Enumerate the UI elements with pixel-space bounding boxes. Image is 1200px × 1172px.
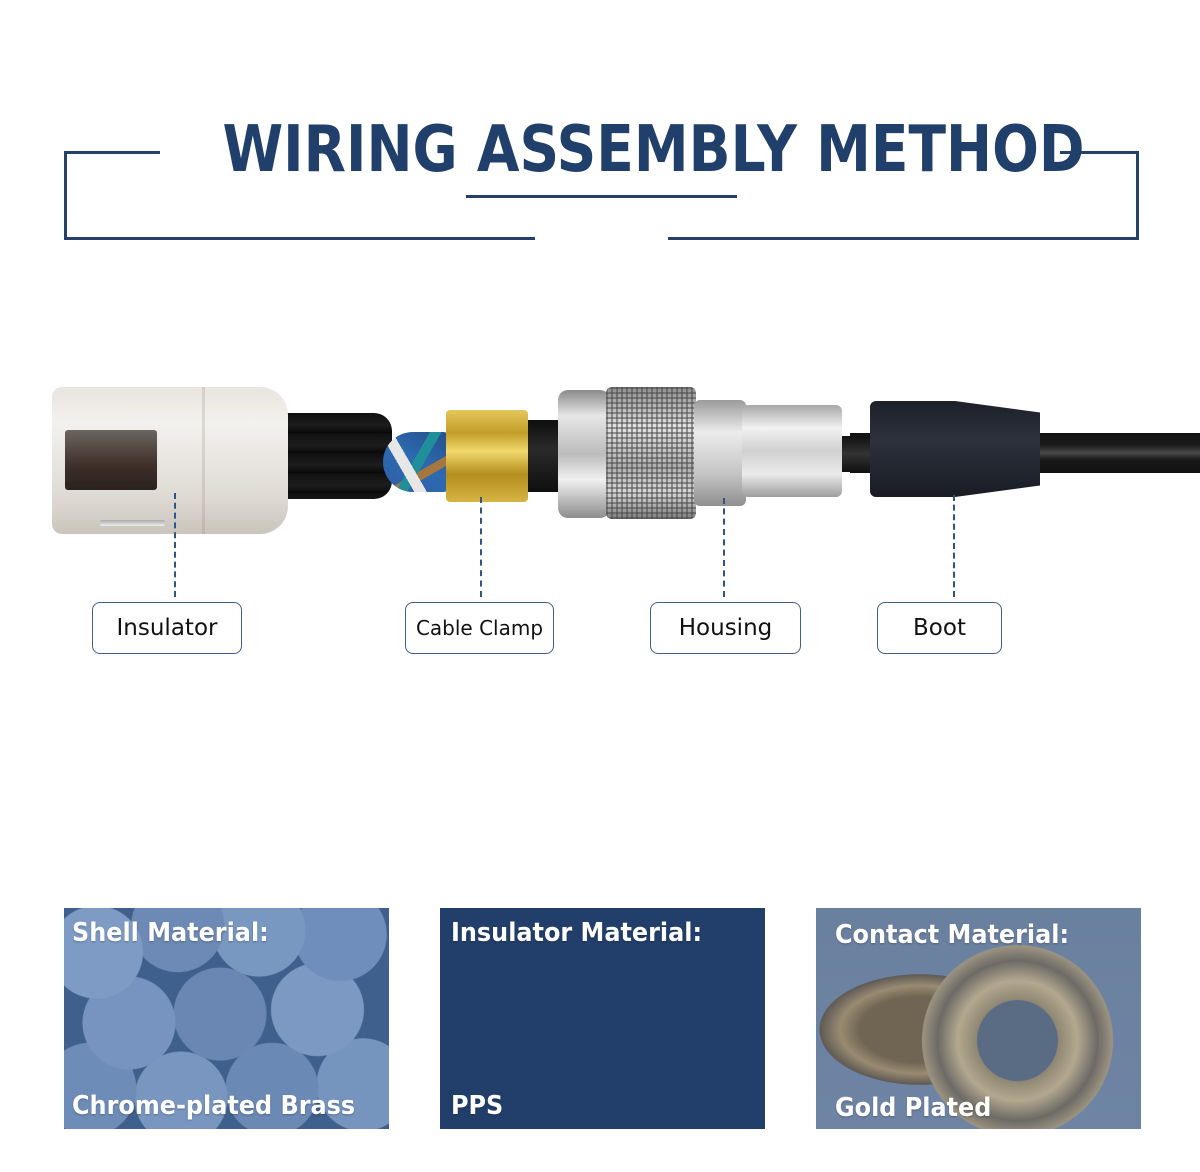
cable-clamp-part bbox=[446, 410, 528, 502]
card-title: Shell Material: bbox=[72, 918, 269, 948]
frame-bottom-right bbox=[668, 237, 1139, 240]
label-insulator: Insulator bbox=[92, 602, 242, 654]
insulator-slot bbox=[100, 520, 165, 526]
page-title: WIRING ASSEMBLY METHOD bbox=[222, 113, 1085, 187]
wire-bundle bbox=[282, 413, 392, 499]
card-title: Contact Material: bbox=[835, 920, 1070, 950]
label-boot: Boot bbox=[877, 602, 1002, 654]
leader-line-cable-clamp bbox=[480, 497, 482, 597]
boot-part bbox=[870, 401, 1040, 497]
insulator-window bbox=[65, 430, 157, 490]
leader-line-insulator bbox=[174, 493, 176, 597]
insulator-material-card: Insulator Material: PPS bbox=[440, 908, 765, 1129]
frame-right bbox=[1136, 151, 1139, 240]
shell-material-card: Shell Material: Chrome-plated Brass bbox=[64, 908, 389, 1129]
label-housing: Housing bbox=[650, 602, 801, 654]
twisted-wires bbox=[383, 432, 453, 492]
title-underline bbox=[466, 195, 737, 198]
housing-front-ring bbox=[558, 390, 610, 518]
card-value: PPS bbox=[451, 1091, 504, 1121]
housing-nut bbox=[742, 405, 842, 497]
card-title: Insulator Material: bbox=[451, 918, 703, 948]
frame-bottom-left bbox=[64, 237, 535, 240]
housing-neck bbox=[694, 400, 746, 506]
frame-top-left bbox=[64, 151, 160, 154]
card-value: Gold Plated bbox=[835, 1093, 992, 1123]
housing-knurled-ring bbox=[606, 387, 696, 519]
card-value: Chrome-plated Brass bbox=[72, 1091, 356, 1121]
label-cable-clamp: Cable Clamp bbox=[405, 602, 554, 654]
leader-line-housing bbox=[723, 498, 725, 597]
contact-material-card: Contact Material: Gold Plated bbox=[816, 908, 1141, 1129]
frame-left bbox=[64, 151, 67, 240]
frame-top-right bbox=[1060, 151, 1139, 154]
leader-line-boot bbox=[953, 495, 955, 597]
